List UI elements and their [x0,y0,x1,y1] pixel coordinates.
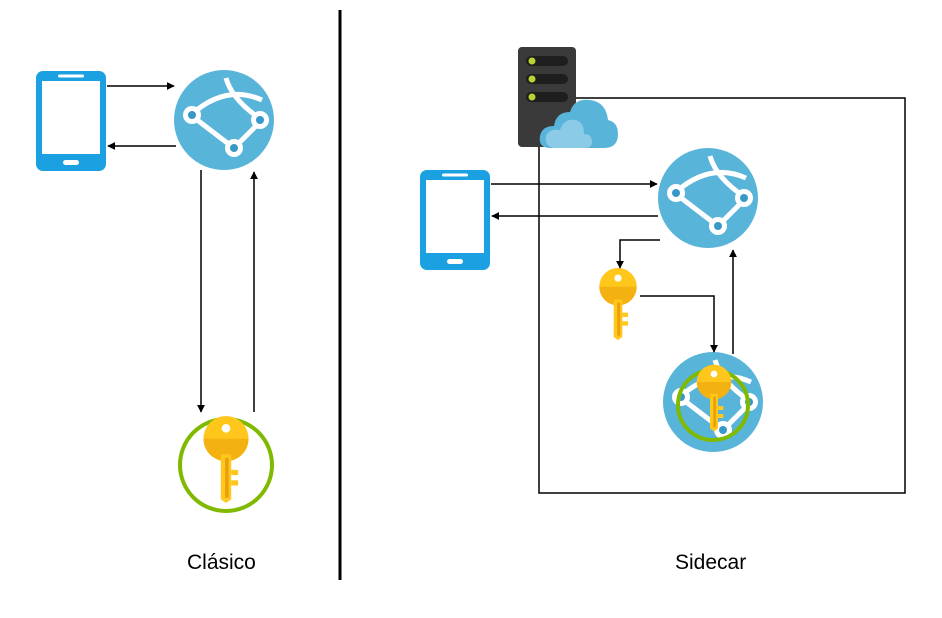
right-panel [420,47,906,494]
sidecar-request-arrow [616,239,660,269]
azure-web-app-icon [658,148,758,248]
panel-label-classic: Clásico [187,551,256,574]
left-panel [36,70,274,513]
key-vault-sidecar-icon [663,352,763,452]
key-icon [203,416,249,503]
key-vault-icon [178,416,274,513]
panel-label-sidecar: Sidecar [675,551,747,574]
key-request-arrow [640,295,718,353]
phone-icon [36,71,106,171]
key-icon [599,268,637,340]
phone-icon [420,170,490,270]
host-boundary [538,97,906,494]
azure-web-app-icon [174,70,274,170]
